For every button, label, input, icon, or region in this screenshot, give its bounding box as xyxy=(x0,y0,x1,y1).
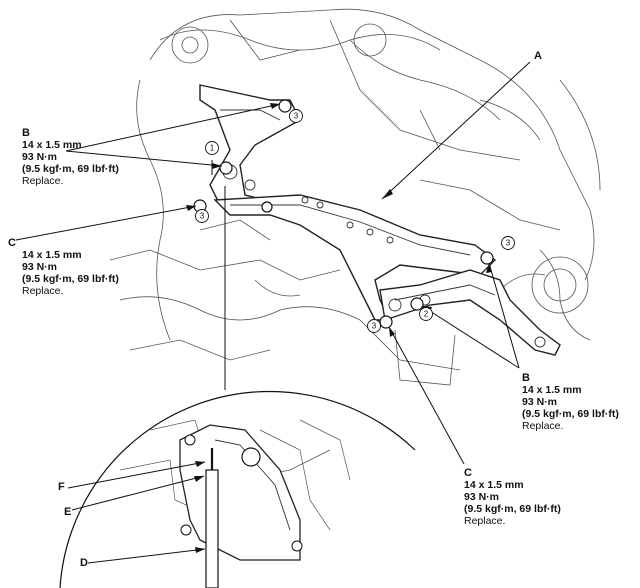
step-1-text: 1 xyxy=(210,144,215,153)
callout-c-left: C 14 x 1.5 mm 93 N·m (9.5 kgf·m, 69 lbf·… xyxy=(8,237,119,297)
step-marker-text: 1 3 3 3 2 3 xyxy=(200,112,511,331)
step-markers xyxy=(195,109,515,333)
step-3a-text: 3 xyxy=(294,112,299,121)
inset-detail xyxy=(59,390,416,588)
callout-b-right-size: 14 x 1.5 mm xyxy=(522,384,582,396)
callout-b-left-letter: B xyxy=(22,127,30,139)
engine-sketch xyxy=(109,8,601,386)
callout-b-right: B 14 x 1.5 mm 93 N·m (9.5 kgf·m, 69 lbf·… xyxy=(522,372,619,432)
step-marker-3-d xyxy=(367,319,381,333)
bolt-b-right-lower xyxy=(410,297,424,311)
callout-c-left-letter: C xyxy=(8,237,16,249)
bolt-rear-left xyxy=(261,201,273,213)
leader-lines xyxy=(15,61,531,564)
bolt-b-left-upper xyxy=(278,99,292,113)
callout-c-left-torque: 93 N·m xyxy=(22,261,58,273)
step-marker-2 xyxy=(419,307,433,321)
callout-b-left: B 14 x 1.5 mm 93 N·m (9.5 kgf·m, 69 lbf·… xyxy=(22,127,119,187)
callout-c-left-alt: (9.5 kgf·m, 69 lbf·ft) xyxy=(22,273,119,285)
callout-b-left-torque: 93 N·m xyxy=(22,151,58,163)
alignment-tool xyxy=(205,469,219,588)
label-f: F xyxy=(58,481,65,493)
callout-c-bottom-note: Replace. xyxy=(464,515,506,527)
callout-c-bottom-size: 14 x 1.5 mm xyxy=(464,479,524,491)
callout-b-right-note: Replace. xyxy=(522,420,564,432)
bolt-b-left-lower xyxy=(219,161,233,175)
callout-b-left-size: 14 x 1.5 mm xyxy=(22,139,82,151)
callout-c-bottom-letter: C xyxy=(464,467,472,479)
label-d: D xyxy=(80,557,88,569)
step-3c-text: 3 xyxy=(506,239,511,248)
step-3b-text: 3 xyxy=(200,212,205,221)
mounting-bolts xyxy=(193,99,494,329)
label-e: E xyxy=(64,506,72,518)
callout-c-bottom: C 14 x 1.5 mm 93 N·m (9.5 kgf·m, 69 lbf·… xyxy=(464,467,561,527)
bolt-b-right xyxy=(480,251,494,265)
label-a: A xyxy=(534,50,542,62)
callout-c-bottom-torque: 93 N·m xyxy=(464,491,500,503)
step-2-text: 2 xyxy=(424,310,429,319)
step-marker-3-b xyxy=(195,209,209,223)
step-marker-1 xyxy=(205,141,219,155)
callout-b-right-alt: (9.5 kgf·m, 69 lbf·ft) xyxy=(522,408,619,420)
callout-c-left-note: Replace. xyxy=(22,285,64,297)
bolt-c-right xyxy=(379,315,393,329)
subframe-details xyxy=(220,109,546,348)
callout-b-left-alt: (9.5 kgf·m, 69 lbf·ft) xyxy=(22,163,119,175)
callout-c-left-size: 14 x 1.5 mm xyxy=(22,249,82,261)
step-marker-3-a xyxy=(289,109,303,123)
step-marker-3-c xyxy=(501,236,515,250)
step-3d-text: 3 xyxy=(372,322,377,331)
callout-b-right-torque: 93 N·m xyxy=(522,396,558,408)
callout-c-bottom-alt: (9.5 kgf·m, 69 lbf·ft) xyxy=(464,503,561,515)
callout-b-left-note: Replace. xyxy=(22,175,64,187)
subframe xyxy=(199,84,561,356)
callout-b-right-letter: B xyxy=(522,372,530,384)
